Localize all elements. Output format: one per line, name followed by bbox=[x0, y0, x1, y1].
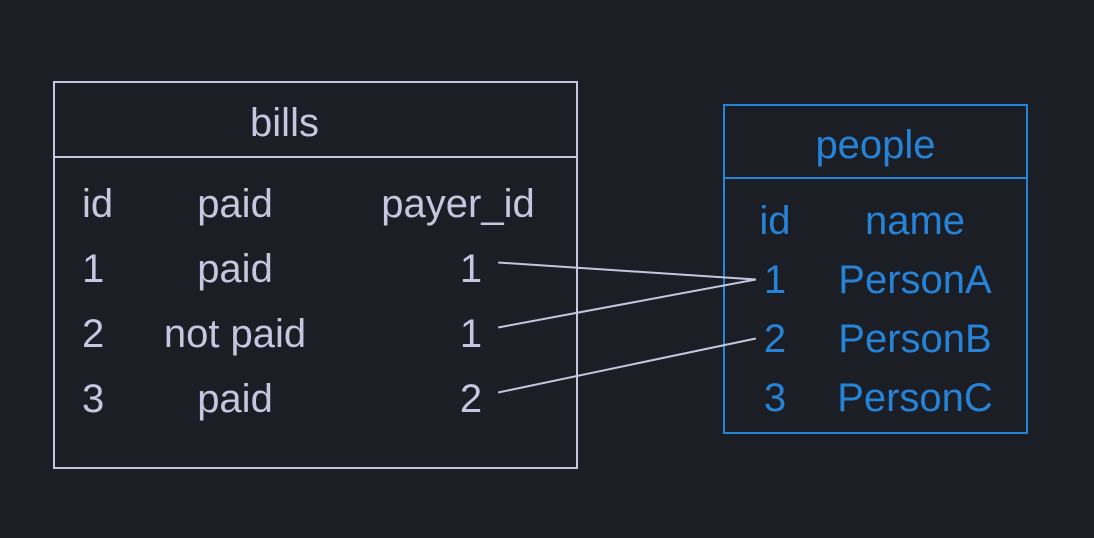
people-row2-id-cell: 3 bbox=[725, 368, 825, 427]
bills-row1-id-cell: 2 bbox=[55, 301, 155, 366]
bills-row1-paid-cell: not paid bbox=[155, 301, 315, 366]
bills-table: bills id paid payer_id 1 paid 1 2 not pa… bbox=[53, 81, 578, 469]
bills-row2-paid-value: paid bbox=[197, 376, 273, 421]
bills-row0-payer-value: 1 bbox=[459, 246, 483, 291]
people-table-title-label: people bbox=[815, 122, 936, 167]
bills-row2-paid-cell: paid bbox=[155, 366, 315, 431]
bills-row0-paid-cell: paid bbox=[155, 236, 315, 301]
people-table-title: people bbox=[725, 106, 1026, 179]
bills-row2-id-cell: 3 bbox=[55, 366, 155, 431]
people-row1-name-cell: PersonB bbox=[825, 309, 1026, 368]
bills-row1-payer-value: 1 bbox=[459, 311, 483, 356]
bills-row2-payer-cell: 2 bbox=[315, 366, 576, 431]
bills-row0-id-cell: 1 bbox=[55, 236, 155, 301]
people-row1-name-value: PersonB bbox=[838, 316, 992, 361]
bills-row0-paid-value: paid bbox=[197, 246, 273, 291]
bills-header-id-label: id bbox=[82, 181, 114, 226]
bills-header-payer-id: payer_id bbox=[315, 171, 576, 236]
people-row0-id-value: 1 bbox=[763, 257, 787, 302]
bills-header-id: id bbox=[55, 171, 155, 236]
bills-header-paid: paid bbox=[155, 171, 315, 236]
people-row2-id-value: 3 bbox=[763, 375, 787, 420]
bills-row1-paid-value: not paid bbox=[163, 311, 307, 356]
bills-row1-payer-cell: 1 bbox=[315, 301, 576, 366]
people-row2-name-value: PersonC bbox=[837, 375, 993, 420]
bills-table-body: id paid payer_id 1 paid 1 2 not paid 1 3… bbox=[55, 158, 576, 431]
bills-row1-id-value: 2 bbox=[82, 311, 105, 356]
people-table-body: id name 1 PersonA 2 PersonB 3 PersonC bbox=[725, 179, 1026, 427]
people-header-id: id bbox=[725, 191, 825, 250]
bills-table-title-label: bills bbox=[250, 100, 319, 145]
people-header-id-label: id bbox=[759, 198, 791, 243]
people-row1-id-cell: 2 bbox=[725, 309, 825, 368]
people-header-name: name bbox=[825, 191, 1026, 250]
people-row1-id-value: 2 bbox=[763, 316, 787, 361]
people-row2-name-cell: PersonC bbox=[825, 368, 1026, 427]
people-row0-id-cell: 1 bbox=[725, 250, 825, 309]
bills-table-title: bills bbox=[55, 83, 576, 158]
bills-header-payer-id-label: payer_id bbox=[381, 181, 535, 226]
people-header-name-label: name bbox=[864, 198, 966, 243]
bills-row2-payer-value: 2 bbox=[459, 376, 483, 421]
bills-row0-payer-cell: 1 bbox=[315, 236, 576, 301]
bills-row0-id-value: 1 bbox=[82, 246, 105, 291]
people-row0-name-value: PersonA bbox=[838, 257, 992, 302]
people-row0-name-cell: PersonA bbox=[825, 250, 1026, 309]
people-table: people id name 1 PersonA 2 PersonB 3 Per… bbox=[723, 104, 1028, 434]
bills-row2-id-value: 3 bbox=[82, 376, 105, 421]
bills-header-paid-label: paid bbox=[197, 181, 273, 226]
